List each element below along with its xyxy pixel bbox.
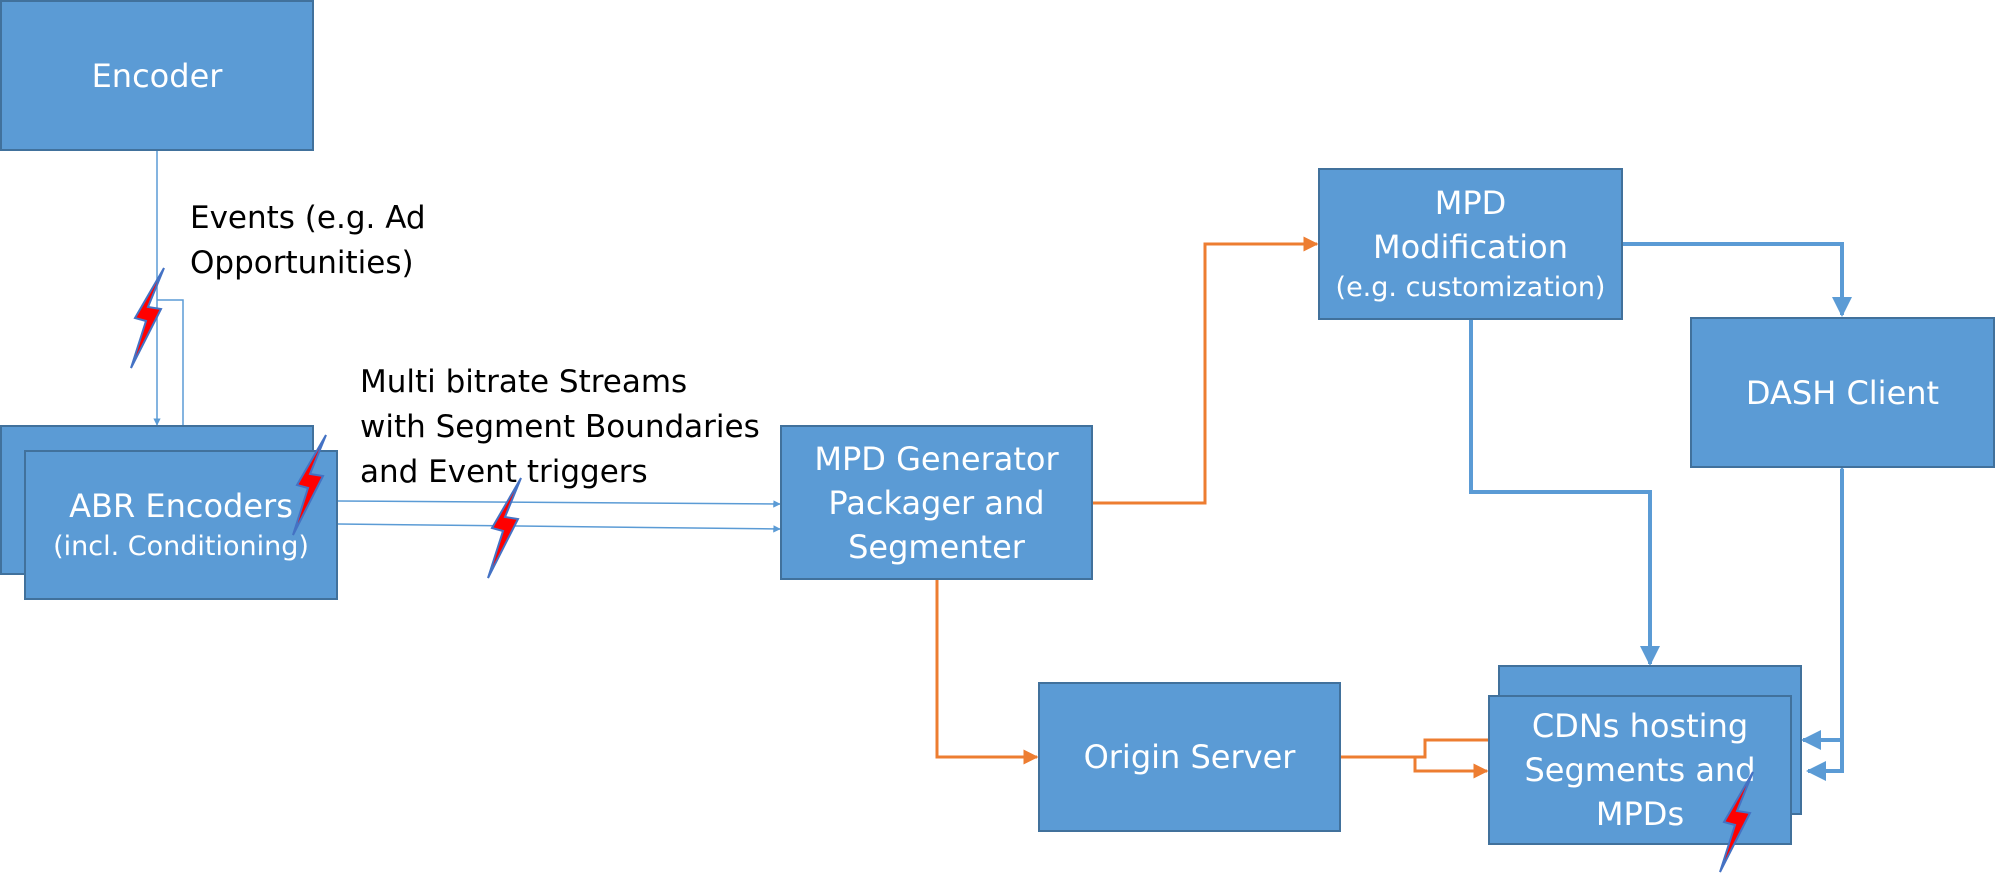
connector-abr-to-mpd-generator-2 <box>337 523 781 533</box>
abr-encoders-subtitle: (incl. Conditioning) <box>53 531 309 562</box>
mpd-generator-line3: Segmenter <box>848 527 1025 566</box>
mpd-modification-line2: Modification <box>1372 228 1569 266</box>
mpd-modification-box: MPD Modification (e.g. customization) <box>1318 168 1623 320</box>
lightning-bolt-icon <box>487 477 522 579</box>
mpd-generator-line2: Packager and <box>828 483 1045 522</box>
encoder-box: Encoder <box>0 0 314 151</box>
abr-encoders-box: ABR Encoders (incl. Conditioning) <box>24 450 338 600</box>
mpd-modification-line3: (e.g. customization) <box>1335 272 1606 303</box>
dash-client-box: DASH Client <box>1690 317 1995 468</box>
events-label-line1: Events (e.g. Ad <box>190 200 426 236</box>
connector-modification-to-dash-client <box>1623 242 1852 317</box>
streams-label-line2: with Segment Boundaries <box>360 409 760 445</box>
lightning-bolt-icon <box>292 434 327 536</box>
connector-modification-to-cdn <box>1469 320 1660 666</box>
streams-label: Multi bitrate Streams with Segment Bound… <box>360 360 760 495</box>
connector-origin-to-cdn-2 <box>1341 755 1489 779</box>
dash-client-label: DASH Client <box>1745 373 1940 412</box>
connector-mpd-generator-to-modification <box>1093 236 1319 505</box>
origin-server-box: Origin Server <box>1038 682 1341 832</box>
streams-label-line3: and Event triggers <box>360 454 648 490</box>
connector-event-side-line <box>157 299 184 425</box>
lightning-bolt-icon <box>130 267 165 369</box>
connector-abr-to-mpd-generator-1 <box>337 500 781 508</box>
cdns-line1: CDNs hosting <box>1531 707 1749 745</box>
abr-encoders-title: ABR Encoders <box>69 487 293 525</box>
origin-server-label: Origin Server <box>1083 738 1296 776</box>
connector-dash-client-to-cdn <box>1806 451 1852 781</box>
lightning-bolt-icon <box>1719 771 1754 873</box>
cdns-line3: MPDs <box>1595 795 1685 833</box>
mpd-modification-line1: MPD <box>1434 184 1507 222</box>
encoder-label: Encoder <box>91 56 223 95</box>
events-label-line2: Opportunities) <box>190 245 414 281</box>
streams-label-line1: Multi bitrate Streams <box>360 364 688 400</box>
connector-mpd-generator-to-origin <box>935 580 1039 765</box>
events-label: Events (e.g. Ad Opportunities) <box>190 196 426 286</box>
mpd-generator-box: MPD Generator Packager and Segmenter <box>780 425 1093 580</box>
cdns-line2: Segments and <box>1524 751 1756 789</box>
mpd-generator-line1: MPD Generator <box>814 439 1059 478</box>
